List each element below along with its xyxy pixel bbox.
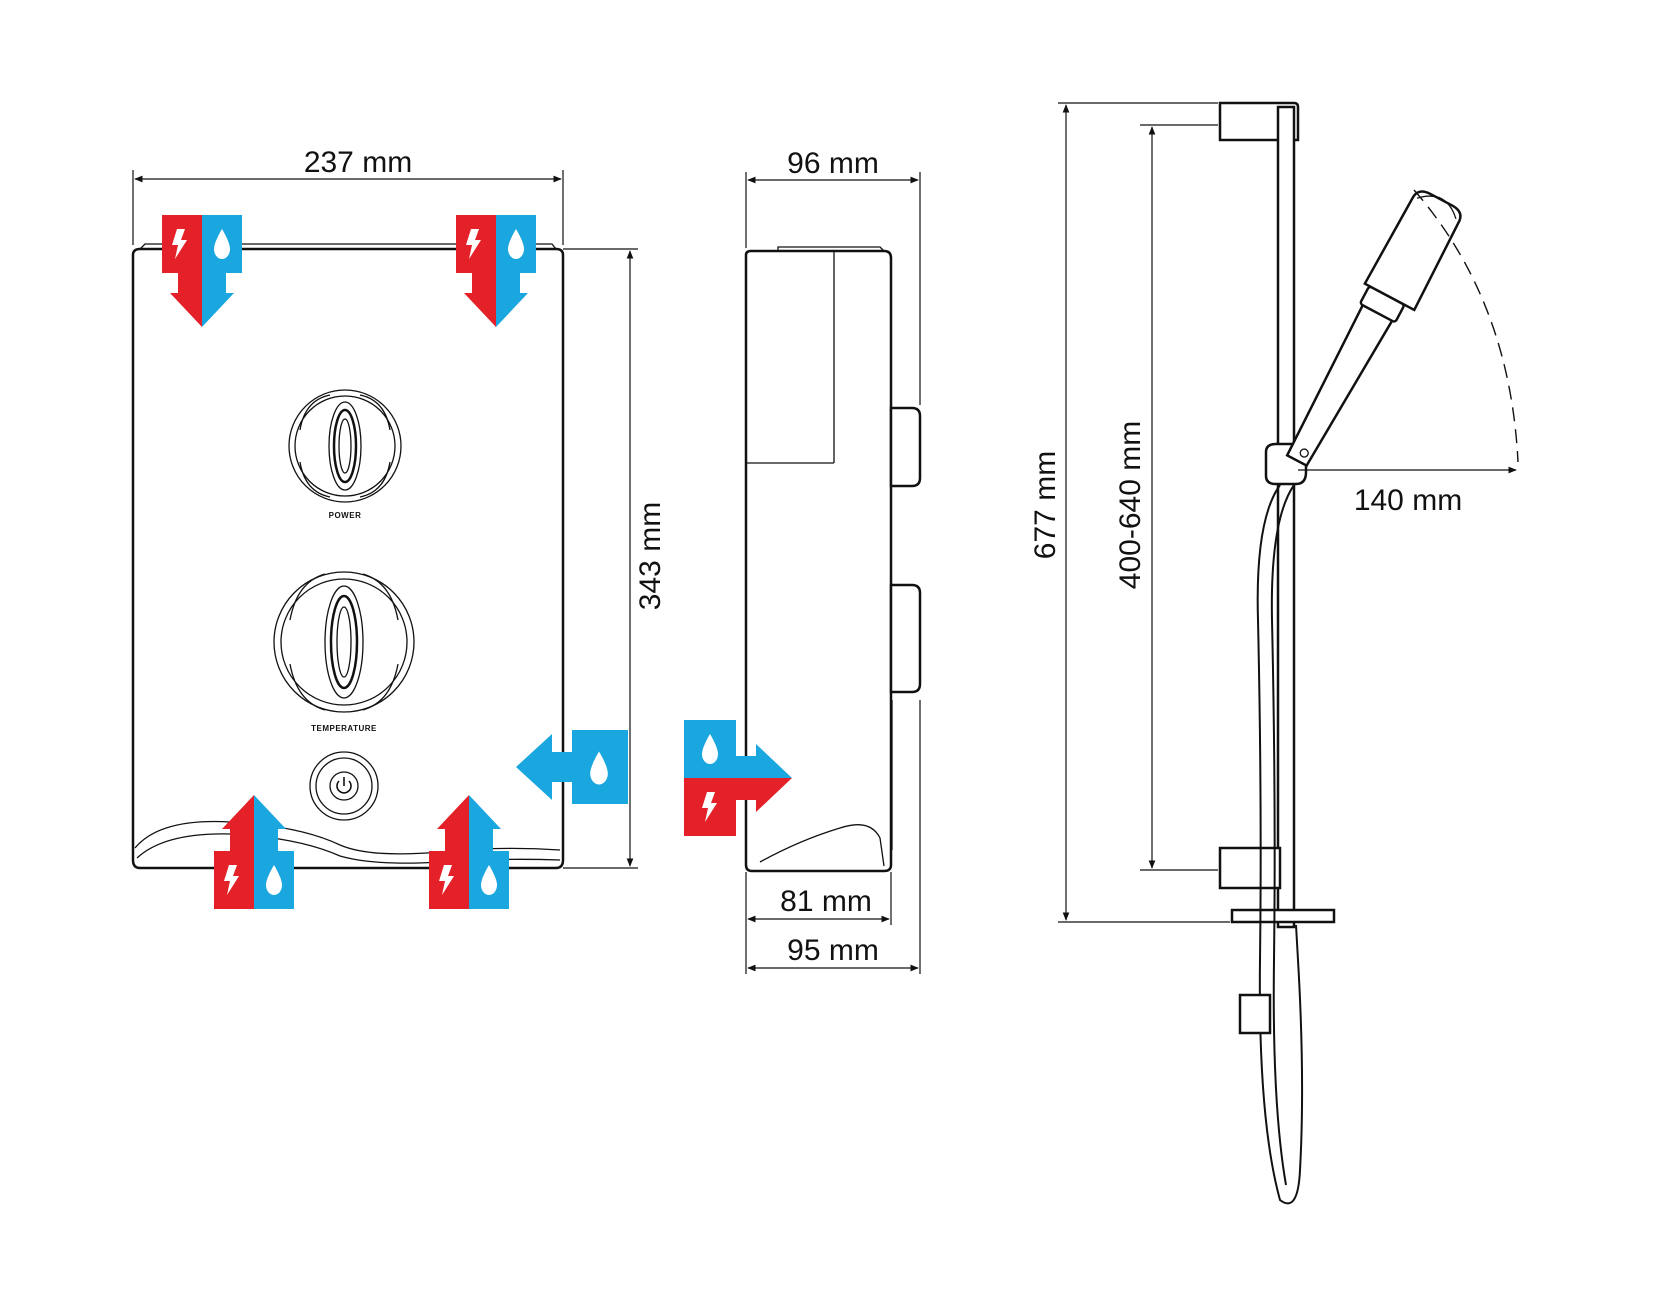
head-reach-label: 140 mm: [1354, 484, 1462, 517]
standby-button[interactable]: [309, 751, 379, 821]
bottom-right-supply-entry: [429, 795, 509, 909]
riser-rail: [1276, 105, 1296, 929]
front-view: POWER TEMPERATURE 237 mm: [131, 146, 667, 909]
spray-swing-arc: [1413, 189, 1519, 463]
side-temperature-knob: [889, 583, 922, 694]
front-top-cap: [139, 243, 557, 250]
side-depth-inner-label: 81 mm: [780, 885, 872, 918]
hose-connector: [1238, 993, 1272, 1035]
side-supply-entry: [684, 720, 792, 836]
side-depth-outer-label: 95 mm: [787, 934, 879, 967]
power-standby-icon: [336, 777, 352, 794]
riser-rail-kit: [1218, 101, 1519, 1205]
side-view: 96 mm 81 mm 95 mm: [684, 147, 922, 974]
temperature-knob-label: TEMPERATURE: [311, 724, 377, 733]
top-right-supply-entry: [456, 215, 536, 327]
bottom-bracket: [1218, 846, 1282, 890]
base-shelf: [1230, 908, 1336, 924]
kit-adjust-range-dimension: [1140, 124, 1218, 871]
side-depth-inner-dimension: [745, 872, 892, 974]
top-left-supply-entry: [162, 215, 242, 327]
front-height-label: 343 mm: [634, 502, 667, 610]
bottom-left-supply-entry: [214, 795, 294, 909]
power-knob[interactable]: [288, 389, 402, 503]
shower-handset: [1285, 190, 1462, 468]
shower-hose: [1256, 484, 1304, 1205]
kit-total-height-label: 677 mm: [1029, 451, 1062, 559]
kit-total-height-dimension: [1058, 102, 1230, 923]
front-unit-body: [131, 247, 565, 870]
side-depth-outer-dimension: [747, 700, 921, 974]
side-depth-top-dimension: [745, 172, 921, 405]
power-knob-label: POWER: [329, 511, 362, 520]
front-width-label: 237 mm: [304, 146, 412, 179]
side-unit-body: [744, 249, 893, 873]
front-width-dimension: [132, 170, 564, 245]
side-power-knob: [889, 406, 922, 488]
front-height-dimension: [563, 248, 638, 869]
temperature-knob[interactable]: [273, 571, 415, 713]
kit-adjust-range-label: 400-640 mm: [1114, 421, 1147, 589]
side-depth-top-label: 96 mm: [787, 147, 879, 180]
right-water-entry: [516, 730, 628, 804]
